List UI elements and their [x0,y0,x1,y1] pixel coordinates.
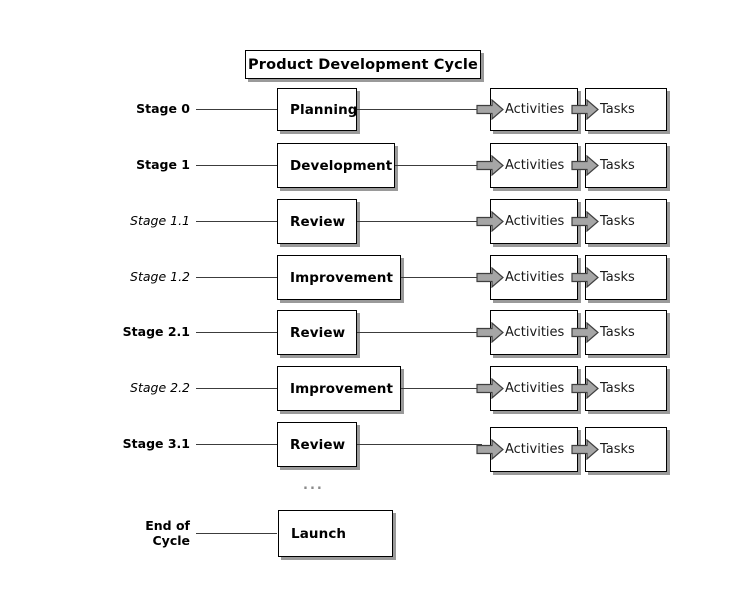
arrow-right-icon-tasks-1 [571,154,599,177]
arrow-right-icon-activities-5 [476,377,504,400]
arrow-right-icon-tasks-0 [571,98,599,121]
connector-label-to-review-2 [196,221,277,222]
connector-label-to-improvement-3 [196,277,277,278]
arrow-right-icon-activities-3 [476,266,504,289]
stage-box-review-6[interactable]: Review [277,422,357,467]
connector-label-to-review-6 [196,444,277,445]
activities-box-1[interactable]: Activities [490,143,578,188]
tasks-label-1: Tasks [600,158,635,173]
arrow-right-icon-activities-4 [476,321,504,344]
arrow-right-icon-tasks-4 [571,321,599,344]
arrow-right-icon-activities-2 [476,210,504,233]
arrow-right-icon-tasks-5 [571,377,599,400]
stage-box-label-2: Review [290,213,346,230]
stage-label-5: Stage 2.2 [130,380,190,395]
activities-box-3[interactable]: Activities [490,255,578,300]
stage-label-1: Stage 1 [136,157,190,172]
title-box: Product Development Cycle [245,50,481,79]
connector-review-4-to-activities [357,332,482,333]
connector-label-to-planning-0 [196,109,277,110]
continuation-ellipsis: ... [303,478,324,493]
stage-label-3: Stage 1.2 [130,269,190,284]
connector-label-to-development-1 [196,165,277,166]
stage-box-label-6: Review [290,436,346,453]
stage-box-label-1: Development [290,157,393,174]
arrow-right-icon-activities-0 [476,98,504,121]
stage-box-development-1[interactable]: Development [277,143,395,188]
arrow-right-icon-tasks-2 [571,210,599,233]
stage-box-label-7: Launch [291,525,347,542]
activities-label-1: Activities [505,158,565,173]
stage-box-planning-0[interactable]: Planning [277,88,357,131]
activities-label-0: Activities [505,102,565,117]
activities-label-6: Activities [505,442,565,457]
stage-box-review-2[interactable]: Review [277,199,357,244]
stage-label-7: End of Cycle [145,518,190,548]
connector-review-6-to-activities [357,444,482,445]
stage-box-label-3: Improvement [290,269,394,286]
stage-box-improvement-3[interactable]: Improvement [277,255,401,300]
tasks-label-0: Tasks [600,102,635,117]
arrow-right-icon-tasks-3 [571,266,599,289]
stage-box-improvement-5[interactable]: Improvement [277,366,401,411]
connector-label-to-improvement-5 [196,388,277,389]
tasks-label-4: Tasks [600,325,635,340]
tasks-box-5[interactable]: Tasks [585,366,667,411]
stage-label-4: Stage 2.1 [122,324,190,339]
stage-box-label-0: Planning [290,101,358,118]
activities-label-2: Activities [505,214,565,229]
connector-improvement-5-to-activities [401,388,482,389]
tasks-label-3: Tasks [600,270,635,285]
connector-label-to-launch-7 [196,533,277,534]
connector-review-2-to-activities [357,221,482,222]
connector-planning-0-to-activities [357,109,482,110]
arrow-right-icon-activities-1 [476,154,504,177]
stage-box-label-4: Review [290,324,346,341]
stage-box-review-4[interactable]: Review [277,310,357,355]
stage-box-launch-7[interactable]: Launch [278,510,393,557]
stage-box-label-5: Improvement [290,380,394,397]
activities-box-4[interactable]: Activities [490,310,578,355]
stage-label-2: Stage 1.1 [130,213,190,228]
connector-development-1-to-activities [395,165,482,166]
connector-label-to-review-4 [196,332,277,333]
stage-label-0: Stage 0 [136,101,190,116]
activities-label-5: Activities [505,381,565,396]
arrow-right-icon-tasks-6 [571,438,599,461]
activities-label-3: Activities [505,270,565,285]
activities-box-5[interactable]: Activities [490,366,578,411]
activities-box-2[interactable]: Activities [490,199,578,244]
activities-label-4: Activities [505,325,565,340]
page-title: Product Development Cycle [248,56,478,73]
activities-box-6[interactable]: Activities [490,427,578,472]
connector-improvement-3-to-activities [401,277,482,278]
tasks-label-5: Tasks [600,381,635,396]
tasks-label-6: Tasks [600,442,635,457]
stage-label-6: Stage 3.1 [122,436,190,451]
tasks-label-2: Tasks [600,214,635,229]
arrow-right-icon-activities-6 [476,438,504,461]
